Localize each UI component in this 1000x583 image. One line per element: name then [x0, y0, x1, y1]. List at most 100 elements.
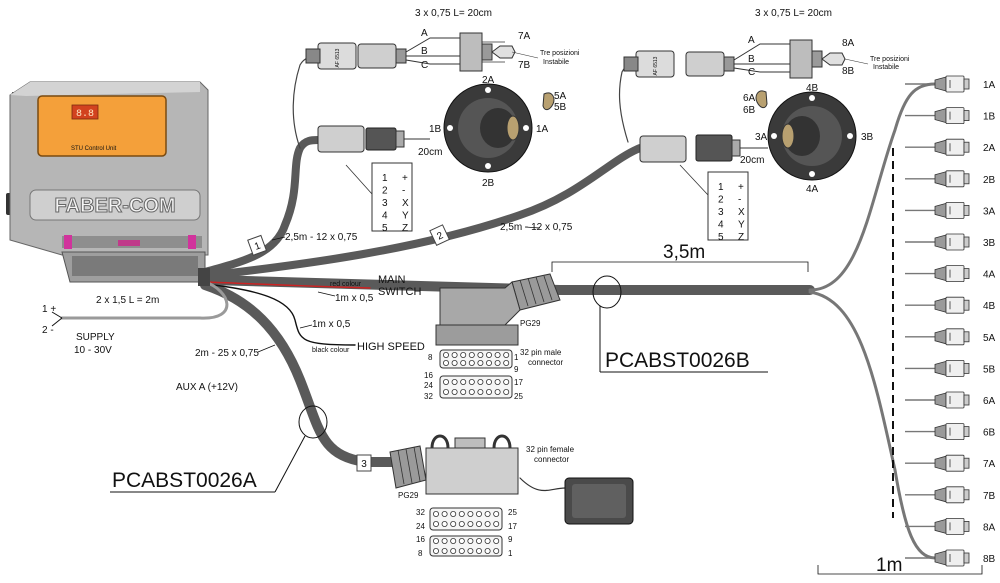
- female-pin-mr: 17: [508, 522, 517, 531]
- right-joystick-side-b: 6B: [743, 105, 756, 116]
- right-pos-top: 8A: [842, 38, 855, 49]
- supply-label: SUPPLY: [76, 332, 115, 343]
- connector-pin: [432, 521, 439, 528]
- right-pos-bottom: 8B: [842, 66, 855, 77]
- output-label: 4B: [983, 301, 996, 312]
- fan-up: [808, 82, 937, 292]
- connector-pin: [467, 521, 474, 528]
- right-joystick-right: 3B: [861, 132, 874, 143]
- male-pin-tr: 1: [514, 353, 519, 362]
- cable-3-length: 2m - 25 x 0,75: [195, 348, 259, 359]
- cable-layer: [60, 56, 937, 560]
- output-label: 8A: [983, 522, 996, 533]
- cable-1: [201, 136, 322, 276]
- output-label: 3B: [983, 238, 996, 249]
- male-pin-nl: 24: [424, 381, 433, 390]
- left-wire-b: B: [421, 46, 428, 57]
- output-label: 1A: [983, 80, 996, 91]
- right-wire-c: C: [748, 67, 755, 78]
- male-desc-1: 32 pin male: [520, 348, 562, 357]
- output-label: 8B: [983, 554, 996, 565]
- output-connector: [934, 359, 970, 377]
- dimensions: 3,5m 1m: [551, 148, 983, 576]
- part-code-b-group: PCABST0026B: [592, 275, 768, 373]
- pinout-number: 5: [718, 232, 724, 243]
- male-pin-ml: 16: [424, 371, 433, 380]
- male-connector: PG29 8 1 16 9 24 17 32 25 32 pin male co…: [424, 273, 563, 401]
- output-connector: [934, 486, 970, 504]
- pinout-number: 1: [718, 182, 724, 193]
- right-note-2: Instabile: [873, 64, 899, 71]
- cable-annotations: 2,5m - 12 x 0,75 2,5m - 12 x 0,75 2m - 2…: [176, 222, 573, 472]
- connector-pin: [493, 510, 500, 517]
- supply-cable: 2 x 1,5 L = 2m: [96, 295, 159, 306]
- left-switch-assembly: 3 x 0,75 L= 20cm AF 6513 A B C 7A 7B Tre…: [305, 8, 580, 72]
- ecu-unit: 8.8 STU Control Unit FABER-COM: [6, 81, 210, 286]
- left-note-1: Tre posizioni: [540, 50, 580, 57]
- connector-pin: [477, 388, 484, 395]
- pinout-number: 4: [718, 220, 724, 231]
- connector-pin: [460, 388, 467, 395]
- output-connector: [934, 107, 970, 124]
- left-plug-text: AF 6513: [335, 48, 341, 67]
- output-label: 1B: [983, 112, 996, 123]
- right-joystick-left: 3A: [755, 132, 768, 143]
- high-speed-colour: black colour: [312, 347, 350, 354]
- connector-pin: [494, 351, 501, 358]
- output-label: 2A: [983, 143, 996, 154]
- pinout-sign: Z: [402, 223, 408, 234]
- left-joystick-side-a: 5A: [554, 91, 567, 102]
- connector-pin: [442, 388, 449, 395]
- pinout-number: 2: [382, 186, 388, 197]
- male-pin-nr: 17: [514, 378, 523, 387]
- male-desc-2: connector: [528, 358, 563, 367]
- output-connector: [934, 454, 970, 472]
- connector-pin: [484, 510, 491, 517]
- output-label: 7A: [983, 459, 996, 470]
- female-pin-tr: 25: [508, 508, 517, 517]
- right-wire-b: B: [748, 54, 755, 65]
- connector-pin: [484, 548, 491, 555]
- main-switch-cable: 1m x 0,5: [335, 293, 374, 304]
- right-joystick-top: 4B: [806, 83, 819, 94]
- female-gland: PG29: [398, 491, 419, 500]
- connector-pin: [441, 521, 448, 528]
- right-switch-assembly: 3 x 0,75 L= 20cm AF 6513 A B C 8A 8B Tre…: [623, 8, 910, 79]
- connector-pin: [442, 351, 449, 358]
- part-code-a-group: PCABST0026A: [110, 405, 328, 493]
- left-joystick: 20cm 2A 2B 1B 1A 5A 5B: [317, 75, 567, 189]
- output-connector: [934, 265, 970, 283]
- connector-pin: [432, 538, 439, 545]
- connector-pin: [475, 510, 482, 517]
- connector-pin: [441, 548, 448, 555]
- bundle-length: 3,5m: [663, 242, 705, 263]
- output-connector: [934, 391, 970, 409]
- connector-pin: [475, 521, 482, 528]
- left-pos-bottom: 7B: [518, 60, 531, 71]
- left-joystick-right: 1A: [536, 124, 549, 135]
- connector-pin: [460, 351, 467, 358]
- connector-pin: [451, 351, 458, 358]
- high-speed-wire: [204, 283, 356, 346]
- connector-pin: [494, 378, 501, 385]
- connector-pin: [477, 378, 484, 385]
- connector-pin: [468, 351, 475, 358]
- female-pin-nl: 16: [416, 535, 425, 544]
- connector-pin: [503, 378, 510, 385]
- output-connector: [934, 75, 970, 93]
- ecu-label: STU Control Unit: [71, 146, 117, 152]
- cable-tag-3: 3: [356, 454, 372, 472]
- connector-pin: [468, 388, 475, 395]
- connector-pin: [458, 548, 465, 555]
- supply-wire: [60, 280, 229, 320]
- cable-2: [201, 144, 644, 280]
- pinout-sign: X: [738, 207, 745, 218]
- connector-pin: [485, 378, 492, 385]
- connector-pin: [442, 378, 449, 385]
- output-label: 6A: [983, 396, 996, 407]
- pinout-number: 4: [382, 211, 388, 222]
- right-note-1: Tre posizioni: [870, 56, 910, 63]
- left-joystick-top: 2A: [482, 75, 495, 86]
